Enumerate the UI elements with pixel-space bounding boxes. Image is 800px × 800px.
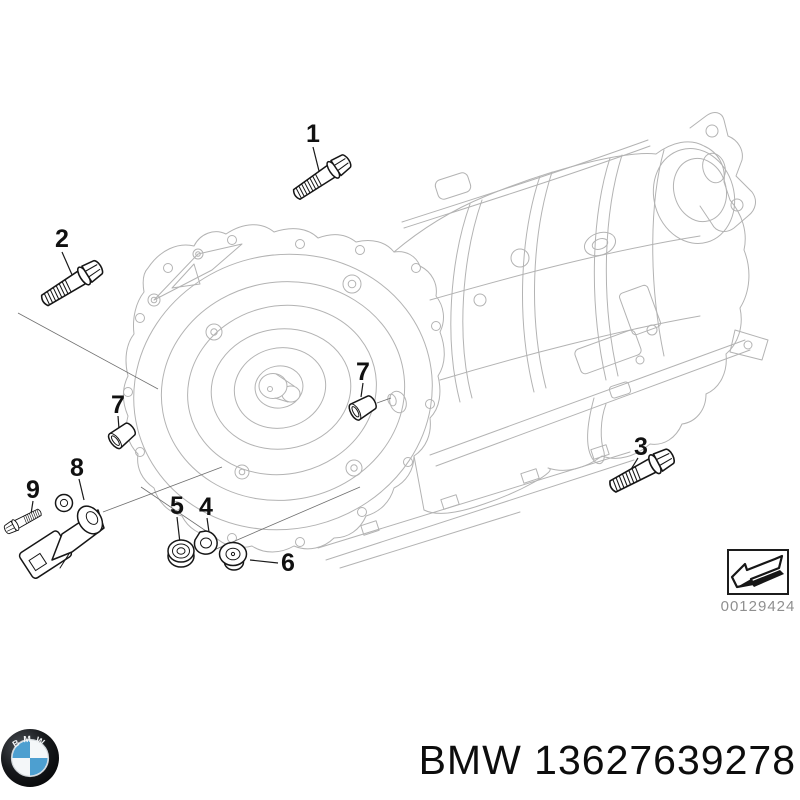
nut-part-5 [167, 539, 195, 568]
callout-3: 3 [634, 433, 648, 461]
bolt-part-2 [37, 256, 107, 311]
callout-7-right: 7 [356, 358, 370, 386]
plug-part-6 [218, 541, 248, 571]
callout-labels: 1 2 3 4 5 6 7 7 8 9 [26, 120, 648, 577]
callout-4: 4 [199, 493, 213, 521]
callout-8: 8 [70, 454, 84, 482]
callout-1: 1 [306, 120, 320, 148]
callout-5: 5 [170, 492, 184, 520]
callout-6: 6 [281, 549, 295, 577]
photo-stamp-code: 00129424 [720, 598, 796, 615]
part-number-title: BMW 13627639278 [418, 737, 796, 783]
reference-lines [17, 312, 392, 551]
callout-9: 9 [26, 476, 40, 504]
sensor-part-8 [18, 493, 105, 579]
photo-arrow-icon [730, 554, 784, 589]
bolt-part-1 [289, 150, 355, 205]
callout-leaders [30, 146, 639, 564]
callout-7-left: 7 [111, 391, 125, 419]
bolt-part-9 [2, 506, 44, 537]
callout-2: 2 [55, 225, 69, 253]
gearbox-line-art [123, 112, 769, 569]
seal-part-4 [193, 530, 218, 555]
bmw-roundel-logo: BMW [0, 727, 60, 794]
photo-stamp-box [727, 549, 789, 595]
parts [2, 150, 679, 579]
